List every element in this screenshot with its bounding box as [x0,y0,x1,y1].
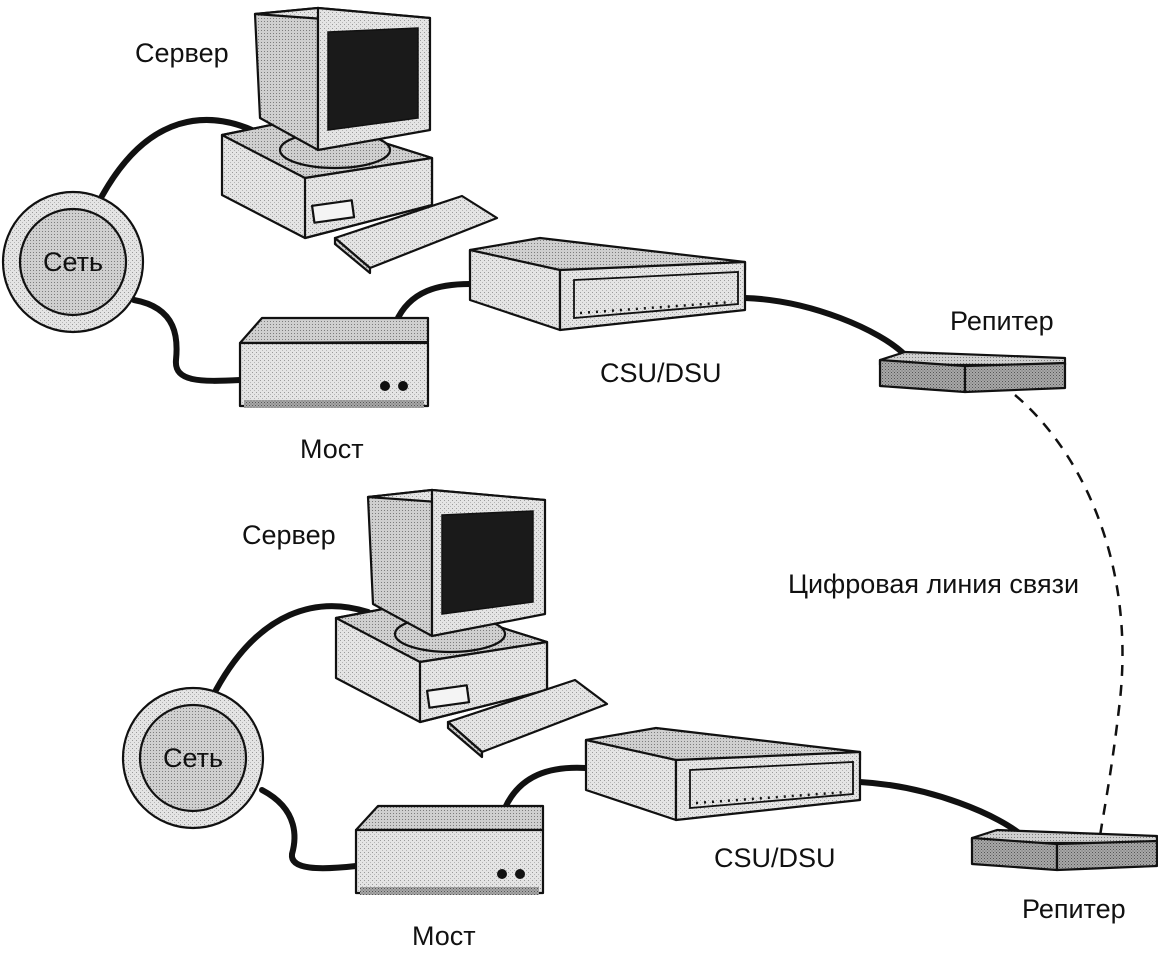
csu-dsu-device-icon [468,236,747,332]
computer-icon [220,6,499,275]
cable-bridge-csudsu-top [393,281,473,325]
cable-csudsu-repeater-top [742,295,908,358]
cable-bridge-csudsu-bottom [502,764,589,811]
server-label-bottom: Сервер [242,520,336,550]
bridge-label-bottom: Мост [412,921,476,951]
repeater-label-top: Репитер [950,306,1054,336]
server-label-top: Сервер [135,38,229,68]
network-label-bottom: Сеть [163,743,223,773]
csudsu-label-bottom: CSU/DSU [714,843,836,873]
bridge-device-icon [354,804,545,895]
csu-dsu-device-icon [584,726,862,822]
cable-network-server-top [99,117,255,199]
cable-network-server-bottom [213,603,371,693]
digital-link-label: Цифровая линия связи [788,569,1079,599]
csudsu-label-top: CSU/DSU [600,358,722,388]
network-cloud-icon [121,686,265,830]
cable-network-bridge-top [131,297,243,384]
cable-network-bridge-bottom [259,787,359,872]
bridge-device-icon [238,316,430,408]
repeater-label-bottom: Репитер [1022,894,1126,924]
computer-icon [334,488,609,759]
repeater-device-icon [878,350,1067,394]
site-top: Сервер Сеть Мост CSU/DSU Репитер [1,6,1067,464]
site-bottom: Сервер Сеть Мост CSU/DSU Репитер [121,488,1158,951]
digital-link-dashed [1014,394,1124,837]
network-label-top: Сеть [43,247,103,277]
network-cloud-icon [1,190,145,334]
repeater-device-icon [970,828,1158,872]
bridge-label-top: Мост [300,434,364,464]
